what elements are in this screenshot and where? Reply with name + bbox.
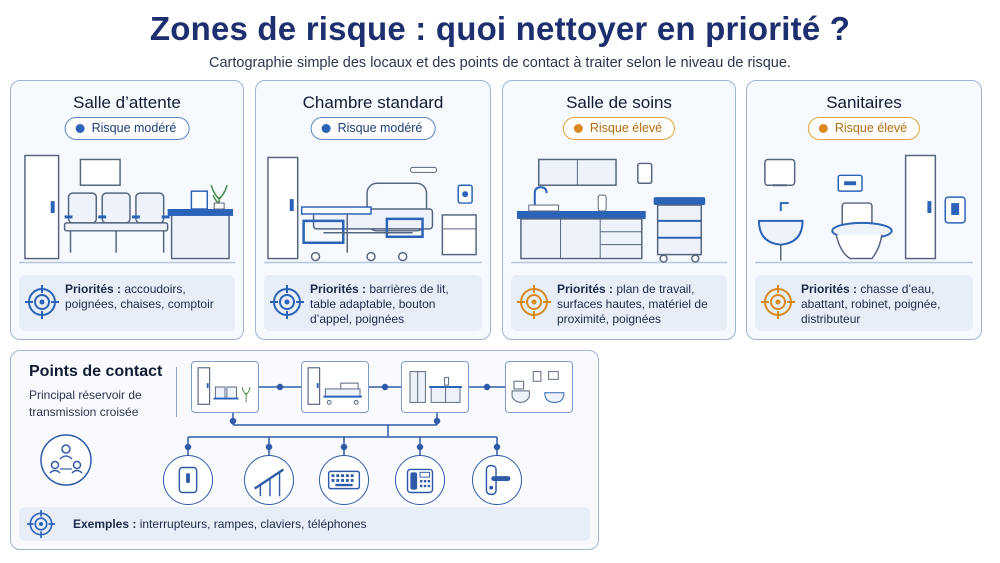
- people-network-icon: [39, 433, 93, 487]
- zone-title: Sanitaires: [826, 93, 902, 112]
- contact-points-panel: Points de contact Principal réservoir de…: [10, 350, 599, 550]
- waiting-room-icon: [191, 361, 259, 413]
- target-icon: [761, 285, 795, 319]
- care-room-illustration: [511, 145, 727, 275]
- examples-text: Exemples : interrupteurs, rampes, clavie…: [73, 517, 367, 531]
- risk-badge: Risque élevé: [562, 117, 676, 140]
- care-room-icon: [401, 361, 469, 413]
- risk-label: Risque modéré: [91, 121, 177, 135]
- risk-dot-icon: [818, 124, 828, 133]
- risk-dot-icon: [573, 124, 583, 133]
- target-icon: [27, 510, 55, 538]
- bedroom-icon: [301, 361, 369, 413]
- priority-box: Priorités : barrières de lit, table adap…: [264, 275, 482, 331]
- examples-items: interrupteurs, rampes, claviers, télépho…: [139, 517, 367, 531]
- risk-dot-icon: [321, 124, 331, 133]
- priority-text: Priorités : chasse d’eau, abattant, robi…: [801, 282, 967, 327]
- zone-title: Chambre standard: [302, 93, 444, 112]
- zone-card-waiting-room: Salle d’attente Risque modéré: [10, 80, 244, 340]
- priority-items: plan de travail, surfaces hautes, matéri…: [557, 282, 708, 326]
- contact-subtitle: Principal réservoir de transmission croi…: [29, 388, 142, 419]
- restroom-illustration: [755, 145, 973, 275]
- risk-badge: Risque élevé: [807, 117, 921, 140]
- risk-badge: Risque modéré: [64, 117, 190, 140]
- zone-card-care-room: Salle de soins Risque élevé: [502, 80, 736, 340]
- priority-items: barrières de lit, table adaptable, bouto…: [310, 282, 449, 326]
- priority-text: Priorités : barrières de lit, table adap…: [310, 282, 476, 327]
- divider: [176, 367, 177, 417]
- risk-badge: Risque modéré: [310, 117, 436, 140]
- priority-label: Priorités :: [65, 282, 122, 296]
- door-handle-icon: [472, 455, 522, 505]
- priority-text: Priorités : accoudoirs, poignées, chaise…: [65, 282, 229, 312]
- zone-title: Salle d’attente: [73, 93, 181, 112]
- contact-title: Points de contact: [29, 363, 163, 380]
- keyboard-icon: [319, 455, 369, 505]
- examples-label: Exemples :: [73, 517, 137, 531]
- target-icon: [270, 285, 304, 319]
- risk-label: Risque modéré: [337, 121, 423, 135]
- risk-dot-icon: [75, 124, 85, 133]
- priority-box: Priorités : plan de travail, surfaces ha…: [511, 275, 727, 331]
- light-switch-icon: [163, 455, 213, 505]
- priority-label: Priorités :: [557, 282, 614, 296]
- risk-label: Risque élevé: [834, 121, 908, 135]
- examples-box: Exemples : interrupteurs, rampes, clavie…: [19, 507, 590, 541]
- zone-card-bedroom: Chambre standard Risque modéré Priorités…: [255, 80, 491, 340]
- bedroom-illustration: [264, 145, 482, 275]
- risk-label: Risque élevé: [589, 121, 663, 135]
- zone-card-restroom: Sanitaires Risque élevé Priorités : chas…: [746, 80, 982, 340]
- priority-box: Priorités : chasse d’eau, abattant, robi…: [755, 275, 973, 331]
- priority-label: Priorités :: [310, 282, 367, 296]
- waiting-room-illustration: [19, 145, 235, 275]
- priority-box: Priorités : accoudoirs, poignées, chaise…: [19, 275, 235, 331]
- target-icon: [25, 285, 59, 319]
- zone-title: Salle de soins: [566, 93, 672, 112]
- priority-items: chasse d’eau, abattant, robinet, poignée…: [801, 282, 941, 326]
- telephone-icon: [395, 455, 445, 505]
- priority-label: Priorités :: [801, 282, 858, 296]
- target-icon: [517, 285, 551, 319]
- page-subtitle: Cartographie simple des locaux et des po…: [209, 55, 791, 71]
- priority-text: Priorités : plan de travail, surfaces ha…: [557, 282, 721, 327]
- restroom-icon: [505, 361, 573, 413]
- priority-items: accoudoirs, poignées, chaises, comptoir: [65, 282, 214, 311]
- page-title: Zones de risque : quoi nettoyer en prior…: [149, 10, 851, 47]
- handrail-icon: [244, 455, 294, 505]
